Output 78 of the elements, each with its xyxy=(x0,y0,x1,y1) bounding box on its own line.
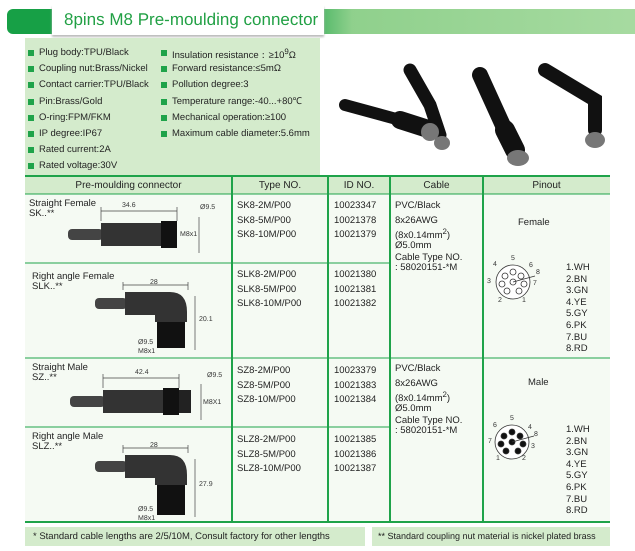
cable-spec: Cable Type NO. : 58020151-*M xyxy=(395,416,464,437)
wire-colour: 3.GN xyxy=(566,286,588,297)
id-number: 10023347 xyxy=(334,201,376,212)
type-number: SLZ8-5M/P00 xyxy=(237,450,296,460)
footnote: * Standard cable lengths are 2/5/10M, Consult factory for other lengths xyxy=(25,527,365,546)
cable-spec: (8x0.14mm$^{2}$) xyxy=(395,391,450,404)
cable-spec: 8x26AWG xyxy=(395,379,438,390)
title: 8pins M8 Pre-moulding connector xyxy=(52,5,324,35)
id-number: 10021387 xyxy=(334,464,376,474)
pinout-heading: Male xyxy=(528,378,549,388)
type-number: SZ8-10M/P00 xyxy=(237,395,296,406)
cable-spec: Ø5.0mm xyxy=(395,404,432,414)
connector-name: Right angle Female SLK..** xyxy=(32,272,116,293)
spec-item: Pin:Brass/Gold xyxy=(28,96,102,108)
cable-spec: Ø5.0mm xyxy=(395,241,432,252)
id-number: 10021379 xyxy=(334,230,376,240)
connector-name: Right angle Male SLZ..** xyxy=(32,432,104,453)
wire-colour: 7.BU xyxy=(566,332,588,344)
wire-colour: 6.PK xyxy=(566,321,587,332)
pinout-heading: Female xyxy=(518,218,550,228)
id-number: 10021385 xyxy=(334,435,376,446)
spec-item: Mechanical operation:≥100 xyxy=(161,112,286,124)
wire-colour: 1.WH xyxy=(566,263,590,274)
type-number: SK8-10M/P00 xyxy=(237,230,296,240)
wire-colour: 5.GY xyxy=(566,471,588,482)
type-number: SLK8-2M/P00 xyxy=(237,270,296,280)
connector-name: Straight Male SZ..** xyxy=(32,363,89,384)
spec-item: Insulation resistance：≥10$^{9}$Ω xyxy=(161,48,296,62)
column-header: Type NO. xyxy=(232,177,328,194)
id-number: 10021384 xyxy=(334,395,376,406)
spec-item: Forward resistance:≤5mΩ xyxy=(161,64,281,75)
spec-item: IP degree:IP67 xyxy=(28,129,102,140)
wire-colour: 8.RD xyxy=(566,344,588,355)
type-number: SZ8-5M/P00 xyxy=(237,380,290,391)
column-header: Pre-moulding connector xyxy=(25,177,232,194)
wire-colour: 1.WH xyxy=(566,425,590,436)
type-number: SK8-5M/P00 xyxy=(237,216,291,226)
id-number: 10023379 xyxy=(334,366,376,376)
wire-colour: 2.BN xyxy=(566,274,588,286)
type-number: SLK8-10M/P00 xyxy=(237,299,302,310)
spec-item: Coupling nut:Brass/Nickel xyxy=(28,64,148,75)
wire-colour: 8.RD xyxy=(566,506,588,517)
id-number: 10021386 xyxy=(334,450,376,460)
spec-item: Contact carrier:TPU/Black xyxy=(28,80,149,91)
column-header: Cable xyxy=(390,177,483,194)
id-number: 10021381 xyxy=(334,284,376,295)
type-number: SZ8-2M/P00 xyxy=(237,366,290,376)
id-number: 10021383 xyxy=(334,380,376,391)
spec-item: Maximum cable diameter:5.6mm xyxy=(161,129,310,140)
cable-spec: (8x0.14mm$^{2}$) xyxy=(395,228,450,242)
id-number: 10021380 xyxy=(334,270,376,280)
type-number: SLZ8-10M/P00 xyxy=(237,464,301,474)
column-header: ID NO. xyxy=(328,177,390,194)
wire-colour: 3.GN xyxy=(566,448,588,459)
cable-spec: PVC/Black xyxy=(395,364,440,374)
spec-item: Pollution degree:3 xyxy=(161,80,249,91)
spec-item: Rated current:2A xyxy=(28,145,111,156)
type-number: SK8-2M/P00 xyxy=(237,201,291,212)
cable-spec: 8x26AWG xyxy=(395,216,438,226)
spec-item: Plug body:TPU/Black xyxy=(28,48,129,58)
wire-colour: 6.PK xyxy=(566,483,587,494)
column-header: Pinout xyxy=(483,177,610,194)
wire-colour: 4.YE xyxy=(566,298,587,308)
spec-item: O-ring:FPM/FKM xyxy=(28,112,111,124)
wire-colour: 5.GY xyxy=(566,309,588,320)
cable-spec: PVC/Black xyxy=(395,201,440,212)
spec-item: Temperature range:-40...+80℃ xyxy=(161,96,302,108)
wire-colour: 7.BU xyxy=(566,494,588,506)
wire-colour: 4.YE xyxy=(566,460,587,470)
spec-item: Rated voltage:30V xyxy=(28,161,118,172)
type-number: SLK8-5M/P00 xyxy=(237,284,296,295)
connector-name: Straight Female SK..** xyxy=(29,199,98,220)
type-number: SLZ8-2M/P00 xyxy=(237,435,296,446)
id-number: 10021378 xyxy=(334,216,376,226)
wire-colour: 2.BN xyxy=(566,436,588,448)
footnote: ** Standard coupling nut material is nickel plated brass xyxy=(372,527,610,546)
id-number: 10021382 xyxy=(334,299,376,310)
cable-spec: Cable Type NO. : 58020151-*M xyxy=(395,253,464,274)
